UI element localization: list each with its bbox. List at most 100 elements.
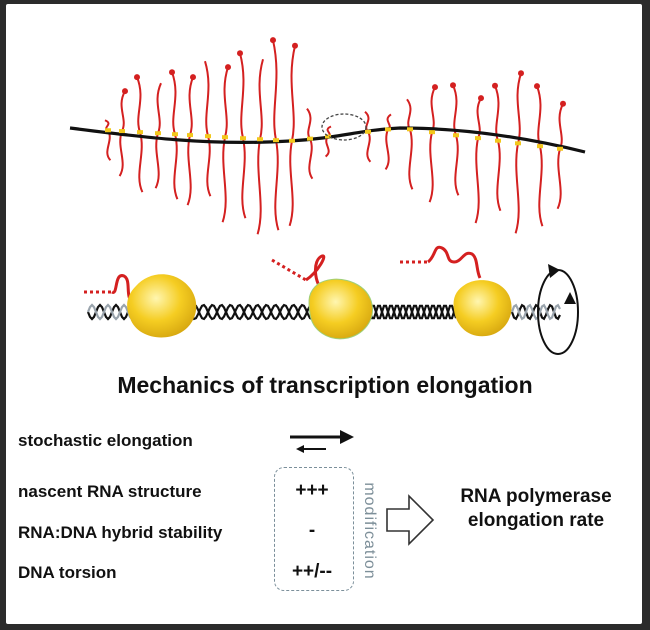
polymerase-dot [119,129,125,134]
polymerase-dot [557,146,563,151]
polymerase-dot [515,141,521,146]
polymerase-dot [187,133,193,138]
polymerase-dot [257,137,263,142]
rna-strand [288,140,294,227]
rna-strand [452,84,458,136]
outcome-line-1: RNA polymerase [460,486,612,507]
polymerase-dot [407,127,413,132]
rna-strand [290,45,296,141]
rna-strand [120,90,126,132]
rna-5prime-cap [534,83,540,90]
rna-5prime-cap [237,50,243,57]
rna-strand [430,86,436,133]
rna-strand [204,60,210,137]
rna-strand [556,148,562,210]
effect-nascent-rna-structure: +++ [295,480,329,501]
rna-strand [206,135,212,197]
rna-5prime-cap [134,74,140,81]
dna-strand [188,303,313,321]
outcome-label: RNA polymerase elongation rate [436,485,636,533]
rna-strand [136,76,142,133]
rna-strand [156,82,162,134]
polymerase-dot [325,134,331,139]
rna-strand [256,139,262,235]
outcome-line-2: elongation rate [467,510,605,531]
rna-5prime-cap [292,42,298,49]
rna-5prime-cap [225,64,231,71]
rna-strand [384,129,390,170]
elongation-detail [84,245,579,355]
rna-strand [173,133,179,200]
polymerase-dot [289,138,295,143]
rna-strand [496,140,502,212]
polymerase-dot [137,130,143,135]
rna-strand [106,129,112,161]
rna-strand [186,134,192,206]
rna-strand [241,138,247,219]
polymerase-dots [105,127,563,151]
rna-5prime-cap [169,69,175,76]
rna-strand [306,108,312,140]
rna-strand [221,136,227,223]
diagram-title: Mechanics of transcription elongation [117,372,533,398]
stochastic-elongation-arrows [290,430,354,453]
dna-strand [510,303,561,321]
rna-strand [188,76,194,136]
rna-strand [171,71,177,135]
polymerase-dot [365,129,371,134]
polymerase-dot [222,135,228,140]
zoom-highlight-circle [321,113,367,141]
polymerase-dot [105,128,111,133]
dna-strand [510,303,561,321]
factor-dna-torsion: DNA torsion [18,563,117,582]
torsion-rotation-icon [537,264,579,355]
rna-strand [408,129,414,190]
polymerase-dot [273,138,279,143]
rna-strand [324,135,330,158]
rna-strand [274,139,280,231]
factor-rna-dna-hybrid-stability: RNA:DNA hybrid stability [18,523,223,542]
rna-5prime-cap [560,100,566,107]
outcome-arrow-icon [386,494,435,546]
rna-strand [258,58,264,140]
factor-nascent-rna-structure: nascent RNA structure [18,482,202,501]
polymerase-dot [453,133,459,138]
dna-strand [368,304,458,320]
modification-box [274,467,354,591]
rna-strand [476,97,482,139]
dna-strand [188,303,313,321]
transcription-spread [69,37,586,235]
polymerase-dot [537,144,543,149]
rna-strand [538,145,544,227]
rna-strand [308,138,314,180]
rna-strand [366,131,372,163]
polymerase-dot [307,136,313,141]
dna-double-helix [86,303,561,321]
rna-5prime-cap [432,84,438,91]
rna-strand [428,131,434,203]
rna-strand [558,103,564,150]
modification-label: modification [361,482,378,580]
rna-strand [138,131,144,193]
rna-5prime-cap [190,74,196,81]
effect-dna-torsion: ++/-- [291,561,333,582]
rna-strand [516,73,522,144]
rna-strand [514,143,520,234]
polymerase-dot [155,131,161,136]
dna-backbone [69,126,586,154]
rna-strand [272,39,278,141]
effect-rna-dna-hybrid-stability: - [308,520,316,541]
rna-5prime-cap [450,82,456,89]
rna-strand [239,52,245,139]
rna-5prime-cap [122,88,128,95]
polymerase-dot [172,132,178,137]
polymerase-dot [385,127,391,132]
polymerase-dot [495,138,501,143]
polymerase-dot [475,136,481,141]
rna-strand [536,85,542,147]
factor-stochastic-elongation: stochastic elongation [18,431,193,450]
rna-strand [118,130,124,177]
polymerase-dot [429,130,435,135]
polymerase-dot [240,136,246,141]
